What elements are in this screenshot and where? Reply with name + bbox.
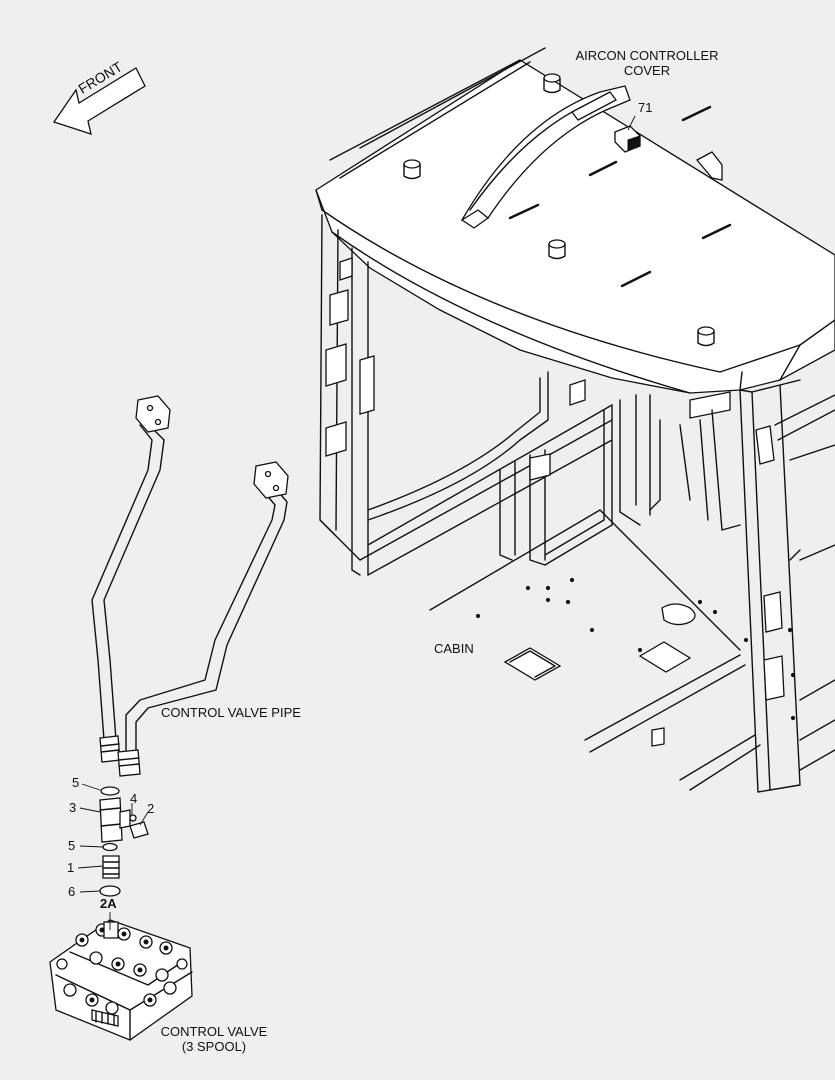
cabin-label: CABIN [434, 641, 474, 656]
callout-2a: 2A [100, 896, 117, 911]
callout-1: 1 [67, 860, 75, 875]
control-valve-label-line1: CONTROL VALVE [160, 1024, 268, 1039]
callout-71: 71 [638, 100, 653, 115]
control-valve-pipe-label: CONTROL VALVE PIPE [161, 705, 301, 720]
leader-lines [77, 115, 636, 930]
front-arrow-icon [52, 67, 146, 135]
callout-5-top: 5 [72, 775, 80, 790]
control-valve-pipe-drawing [91, 395, 289, 777]
callout-3: 3 [69, 800, 77, 815]
callout-5-bottom: 5 [68, 838, 76, 853]
control-valve-label: CONTROL VALVE (3 SPOOL) [150, 1024, 278, 1054]
control-valve-label-line2: (3 SPOOL) [181, 1039, 247, 1054]
aircon-controller-cover-label: AIRCON CONTROLLER COVER [560, 48, 734, 78]
callout-2: 2 [147, 801, 155, 816]
aircon-label-line2: COVER [623, 63, 671, 78]
fittings-drawing [99, 786, 149, 897]
control-valve-icon [49, 919, 193, 1041]
aircon-controller-icon [614, 125, 641, 153]
callout-6: 6 [68, 884, 76, 899]
aircon-label-line1: AIRCON CONTROLLER [575, 48, 719, 63]
callout-4: 4 [130, 791, 138, 806]
cabin-drawing [315, 47, 835, 793]
